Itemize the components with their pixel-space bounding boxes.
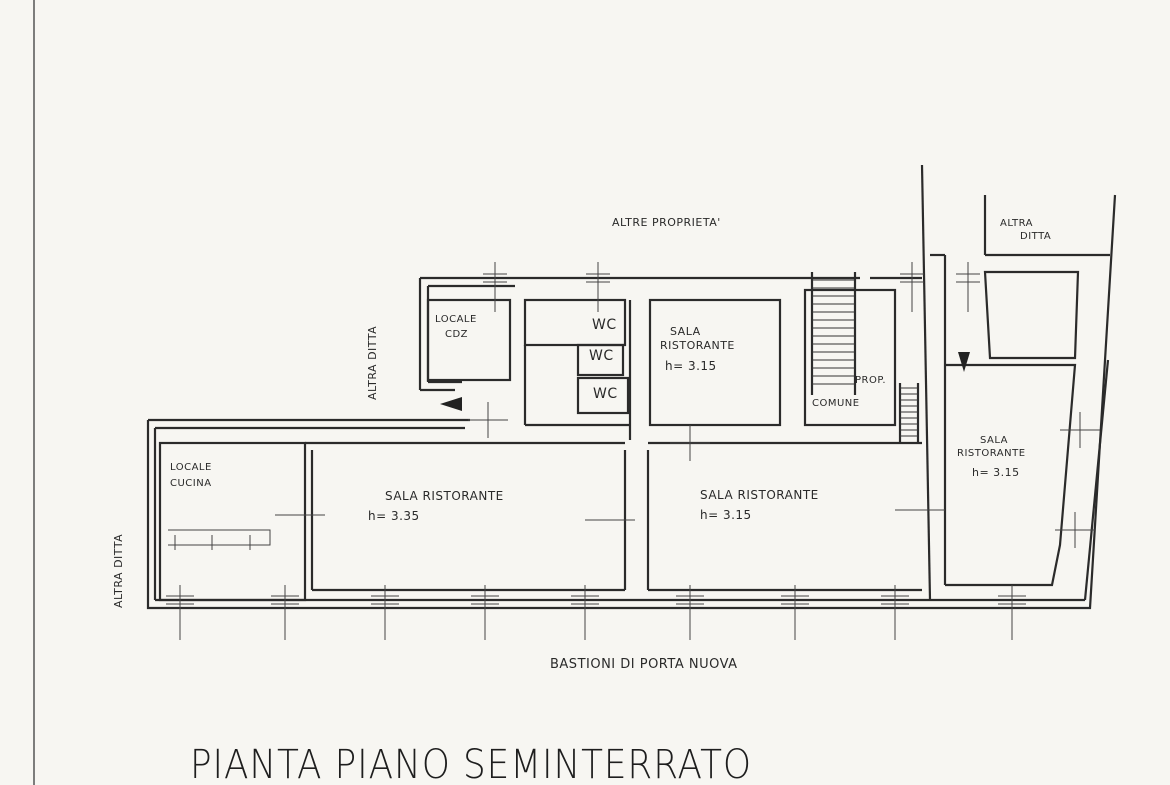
staircase-small [898, 383, 920, 443]
room-label-sala-right: RISTORANTE [957, 448, 1026, 459]
room-label-wc: WC [592, 317, 617, 333]
room-label-locale-cucina: CUCINA [170, 478, 212, 489]
room-label-sala-center-right: SALA RISTORANTE [700, 488, 819, 502]
plan-title: PIANTA PIANO SEMINTERRATO [190, 742, 752, 785]
room-height-sala-upper: h= 3.15 [665, 359, 717, 373]
room-label-locale-cucina: LOCALE [170, 462, 212, 473]
room-height-sala-right: h= 3.15 [972, 466, 1020, 479]
room-label-wc: WC [589, 348, 614, 364]
top-right-neighbor-label: ALTRA [1000, 218, 1033, 229]
kitchen-counter [168, 529, 271, 550]
room-label-sala-right: SALA [980, 435, 1008, 446]
room-label-sala-upper: RISTORANTE [660, 339, 735, 352]
room-label-wc: WC [593, 386, 618, 402]
top-right-neighbor-label: DITTA [1020, 231, 1051, 242]
room-label-locale-cdz: CDZ [445, 329, 468, 340]
entrance-arrow-icon [440, 397, 462, 411]
room-height-sala-center-right: h= 3.15 [700, 508, 752, 522]
left-upper-neighbor-label: ALTRA DITTA [366, 326, 379, 400]
left-lower-neighbor-label: ALTRA DITTA [112, 534, 125, 608]
room-label-sala-center-left: SALA RISTORANTE [385, 489, 504, 503]
interior-walls [158, 288, 922, 602]
top-neighbor-label: ALTRE PROPRIETA' [612, 216, 721, 229]
outer-walls [146, 164, 1117, 610]
openings [166, 262, 1100, 640]
entrance-arrow-icon [958, 352, 970, 372]
staircase [810, 272, 857, 395]
room-height-sala-center-left: h= 3.35 [368, 509, 420, 523]
room-label-prop-comune: COMUNE [812, 398, 860, 409]
room-label-sala-upper: SALA [670, 325, 701, 338]
bottom-street-label: BASTIONI DI PORTA NUOVA [550, 657, 738, 672]
room-label-locale-cdz: LOCALE [435, 314, 477, 325]
room-label-prop-comune: PROP. [855, 375, 886, 386]
